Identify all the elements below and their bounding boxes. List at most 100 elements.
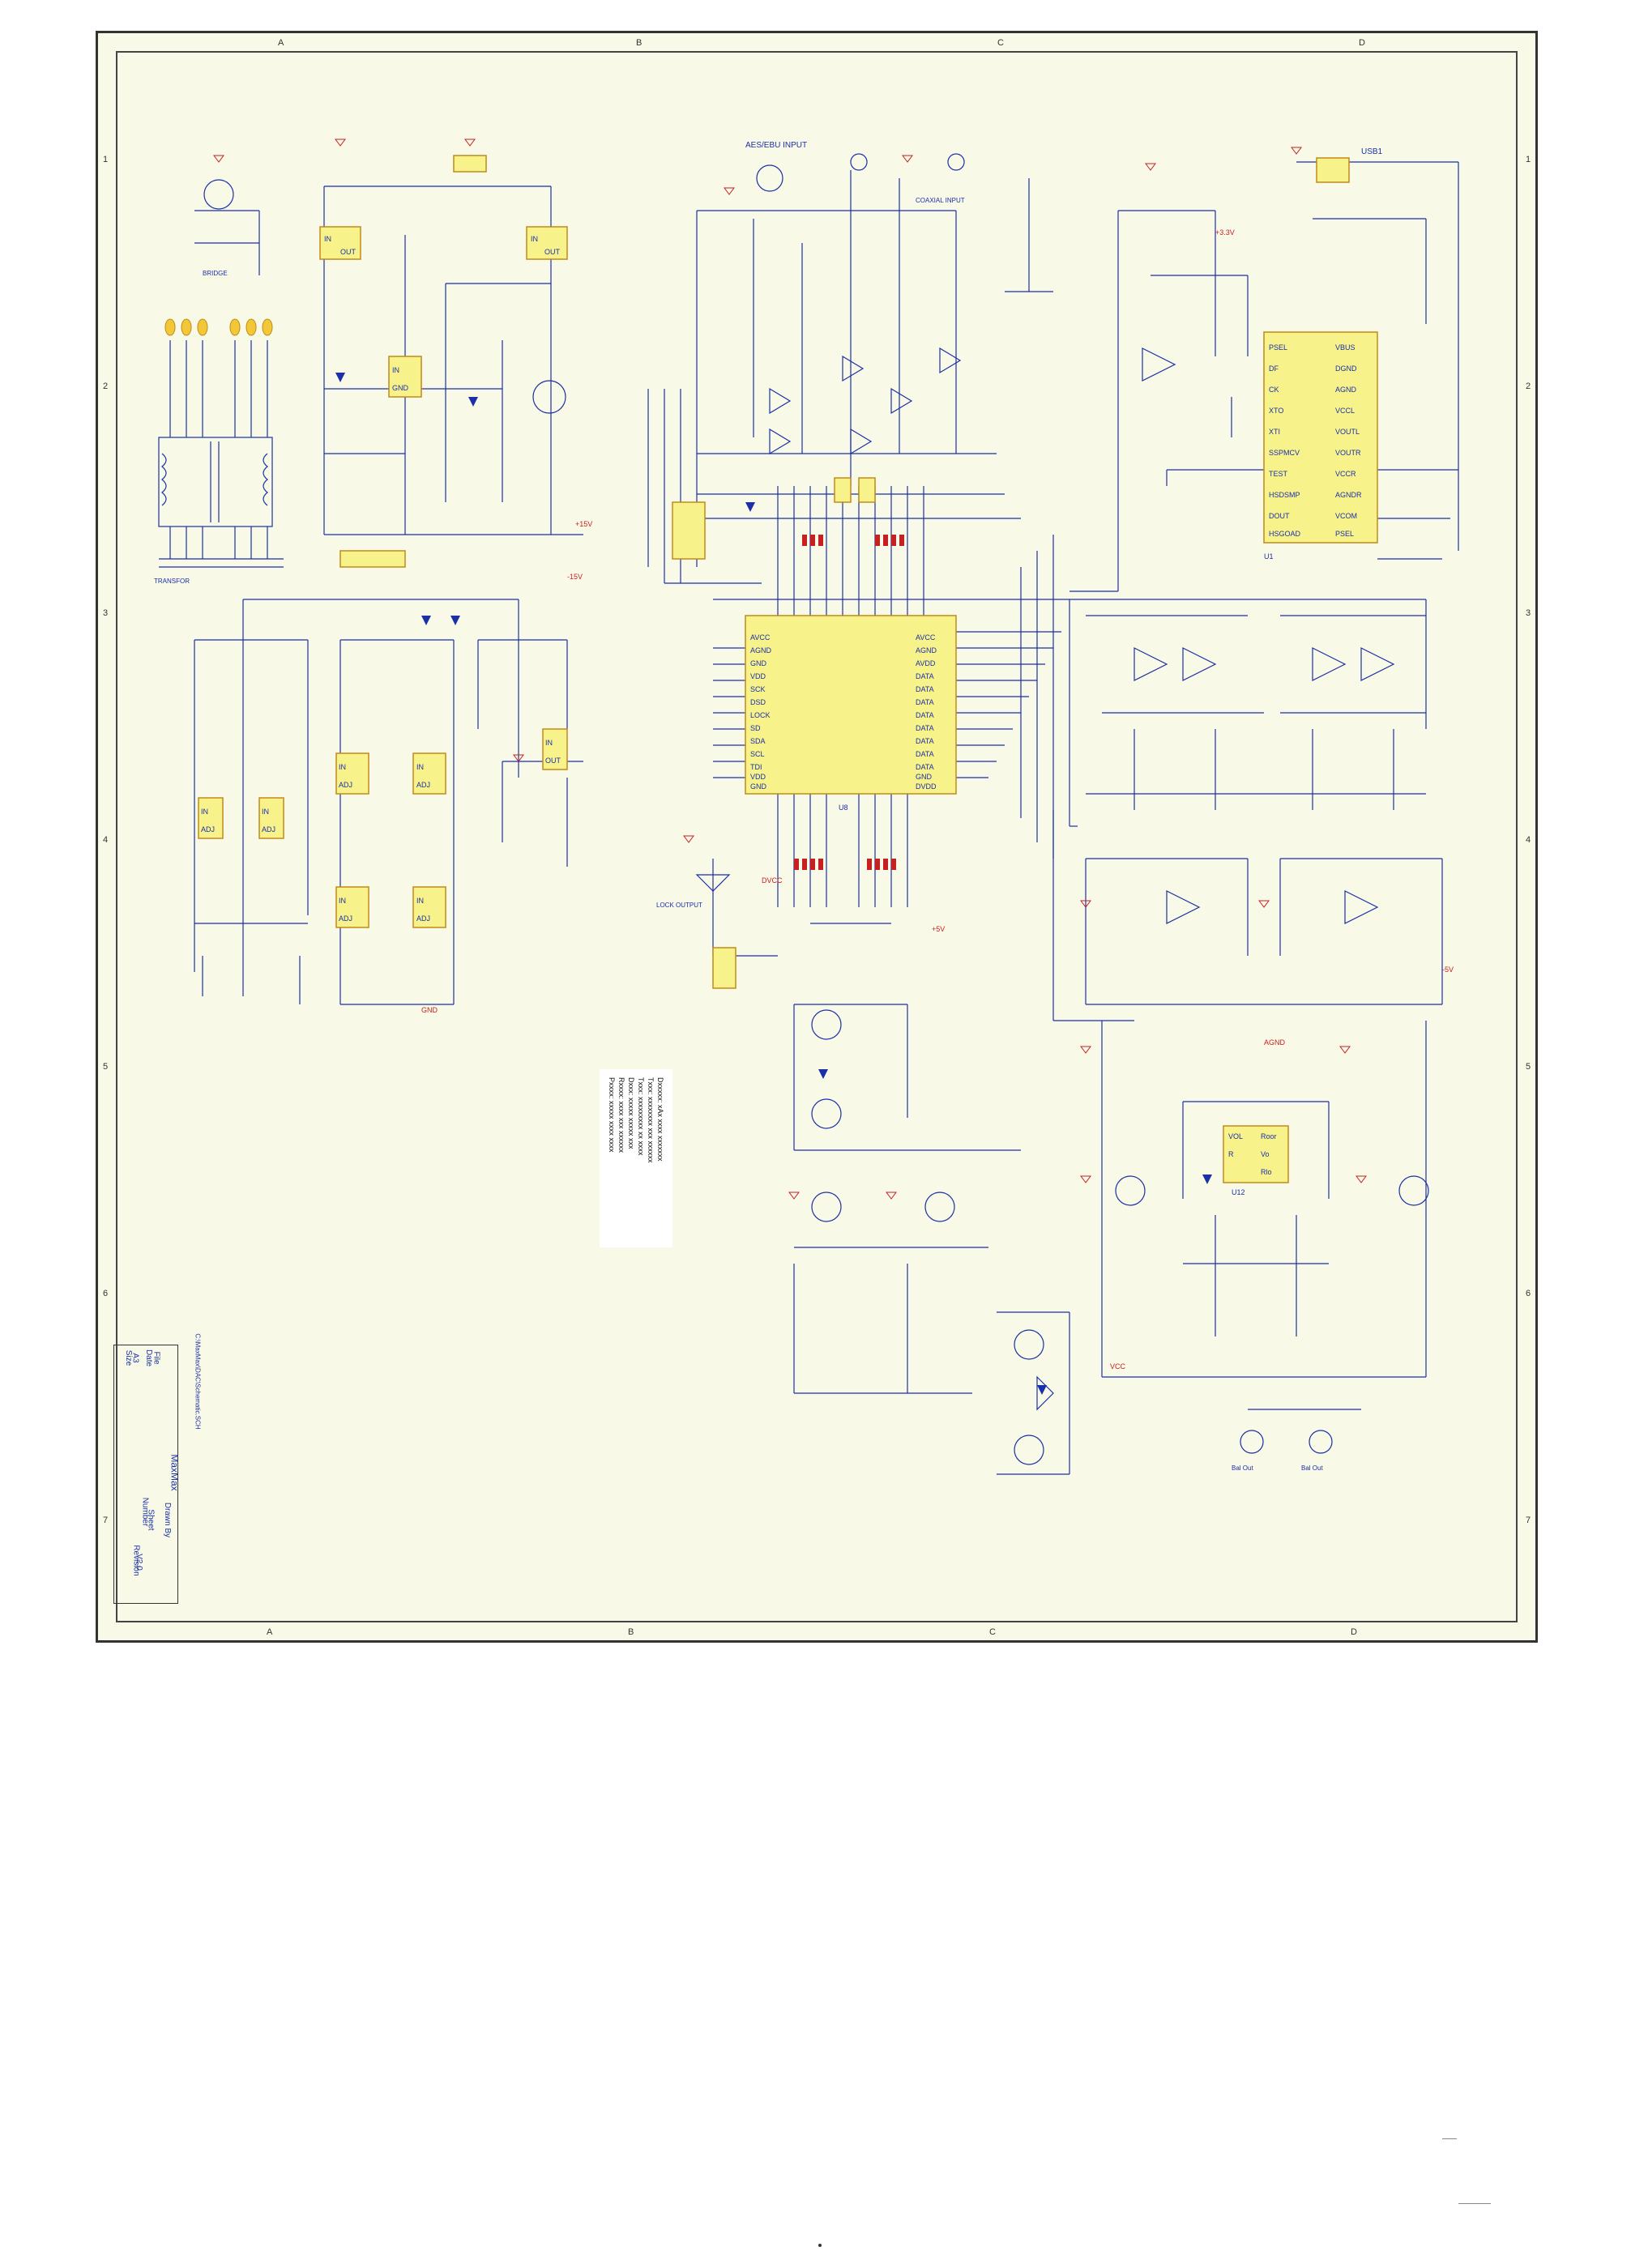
usb-pin-right-8: AGNDR — [1335, 491, 1362, 499]
vol-chip-name: U12 — [1232, 1188, 1245, 1196]
rail-plus15-label: +15V — [575, 520, 592, 528]
usb-pin-right-4: VCCL — [1335, 407, 1355, 415]
tube-right-icon — [1398, 1175, 1429, 1206]
regulator-u5-chip — [412, 752, 446, 795]
vol-pin-1: VOL — [1228, 1132, 1243, 1140]
reg-u10-out: OUT — [545, 757, 561, 765]
dsp-pin-right-10: DATA — [916, 750, 934, 758]
usb-pin-right-7: VCCR — [1335, 470, 1356, 478]
reg-u8-adj: ADJ — [339, 914, 352, 923]
fuse-chip — [453, 155, 487, 173]
note-line-3: Txxx: xxxxxxxxx xx xxxx — [637, 1077, 645, 1156]
regulator-u4-chip — [335, 752, 369, 795]
grid-col-d-bottom: D — [1351, 1627, 1357, 1637]
volume-chip — [1223, 1125, 1289, 1183]
note-line-1: Dxxxxx: xAx xxxx xxxxxxx — [656, 1077, 664, 1162]
grid-row-7-left: 7 — [103, 1516, 109, 1525]
grid-col-b-bottom: B — [628, 1627, 634, 1637]
dsp-pin-left-9: SDA — [750, 737, 766, 745]
transistor-q1-icon — [532, 380, 566, 414]
title-sheet-label: Sheet — [146, 1509, 156, 1531]
title-file-value: C:\MaxMax\DAC\Schematic.SCH — [194, 1333, 202, 1430]
reg-u8-in: IN — [339, 897, 346, 905]
rail-minus15-label: -15V — [567, 573, 583, 581]
regulator-u6-chip — [198, 797, 224, 839]
small-chip-1 — [834, 477, 852, 503]
grid-row-3-left: 3 — [103, 608, 109, 618]
vol-pin-3: R — [1228, 1150, 1234, 1158]
reg-u6-adj: ADJ — [201, 825, 215, 833]
transistor-q6-icon — [811, 1192, 842, 1222]
dsp-pin-left-13: GND — [750, 782, 767, 791]
reg-u7-adj: ADJ — [262, 825, 275, 833]
regulator-u8-chip — [335, 886, 369, 928]
grid-col-c-top: C — [997, 38, 1004, 48]
dsp-pin-left-1: AVCC — [750, 633, 771, 642]
aes-input-label: AES/EBU INPUT — [745, 141, 807, 150]
reg-u5-in: IN — [416, 763, 424, 771]
tube-left-icon — [1115, 1175, 1146, 1206]
usb-label: USB1 — [1361, 147, 1383, 156]
bal-out-right-connector-icon — [1309, 1430, 1333, 1454]
dsp-pin-left-2: AGND — [750, 646, 772, 654]
usb-pin-left-8: HSDSMP — [1269, 491, 1300, 499]
usb-controller-chip — [1263, 331, 1378, 544]
transistor-q4-icon — [811, 1009, 842, 1040]
grid-row-6-right: 6 — [1526, 1289, 1531, 1298]
vol-pin-4: Vo — [1261, 1150, 1270, 1158]
bal-out-right-label: Bal Out — [1301, 1464, 1323, 1472]
regulator-u9-chip — [412, 886, 446, 928]
dsp-pin-left-6: DSD — [750, 698, 766, 706]
grid-col-a-bottom: A — [267, 1627, 273, 1637]
usb-connector-chip — [1316, 157, 1350, 183]
reg-u4-adj: ADJ — [339, 781, 352, 789]
reg-u10-in: IN — [545, 739, 553, 747]
usb-pin-left-1: PSEL — [1269, 343, 1287, 352]
grid-row-5-right: 5 — [1526, 1062, 1531, 1072]
usb-pin-right-3: AGND — [1335, 386, 1357, 394]
grid-row-2-left: 2 — [103, 382, 109, 391]
lock-output-label: LOCK OUTPUT — [656, 902, 702, 909]
mains-connector-icon — [203, 179, 234, 210]
usb-pin-right-6: VOUTR — [1335, 449, 1361, 457]
bridge-label: BRIDGE — [203, 270, 228, 277]
reg-u9-adj: ADJ — [416, 914, 430, 923]
usb-pin-left-10: HSGOAD — [1269, 530, 1301, 538]
vol-pin-2: Roor — [1261, 1132, 1277, 1140]
reg-u9-in: IN — [416, 897, 424, 905]
dsp-pin-right-1: AVCC — [916, 633, 936, 642]
grid-row-4-left: 4 — [103, 835, 109, 845]
dsp-pin-right-2: AGND — [916, 646, 937, 654]
usb-pin-right-9: VCOM — [1335, 512, 1357, 520]
reg-u7-in: IN — [262, 808, 269, 816]
schematic-sheet: A B C D A B C D 1 2 3 4 5 6 7 1 2 3 4 5 … — [96, 31, 1538, 1643]
dsp-pin-left-7: LOCK — [750, 711, 771, 719]
dsp-pin-left-11: TDI — [750, 763, 762, 771]
grid-col-b-top: B — [636, 38, 643, 48]
transistor-q9-icon — [1014, 1435, 1044, 1465]
dsp-pin-right-8: DATA — [916, 724, 934, 732]
regulator-u2-chip — [526, 226, 568, 260]
usb-pin-right-1: VBUS — [1335, 343, 1356, 352]
reg-u2-out: OUT — [544, 248, 561, 256]
dsp-pin-right-9: DATA — [916, 737, 934, 745]
grid-row-6-left: 6 — [103, 1289, 109, 1298]
grid-col-a-top: A — [278, 38, 284, 48]
usb-chip-name: U1 — [1264, 552, 1274, 561]
coax-connector-icon — [850, 153, 868, 171]
dsp-pin-right-3: AVDD — [916, 659, 936, 667]
title-company: MaxMax — [169, 1454, 181, 1491]
scan-mark-3 — [818, 2244, 822, 2247]
reg-u1-in: IN — [324, 235, 331, 243]
usb-pin-left-6: SSPMCV — [1269, 449, 1300, 457]
usb-pin-right-10: PSEL — [1335, 530, 1354, 538]
dsp-pin-right-12: GND — [916, 773, 933, 781]
connector-cn4-chip — [339, 550, 406, 568]
schematic-border — [116, 51, 1518, 1622]
vol-pin-5: Rlo — [1261, 1168, 1272, 1176]
dsp-pin-right-6: DATA — [916, 698, 934, 706]
grid-col-c-bottom: C — [989, 1627, 996, 1637]
scan-mark-1 — [1442, 2138, 1457, 2139]
reg-u3-in: IN — [392, 366, 399, 374]
dsp-chip — [745, 615, 957, 795]
